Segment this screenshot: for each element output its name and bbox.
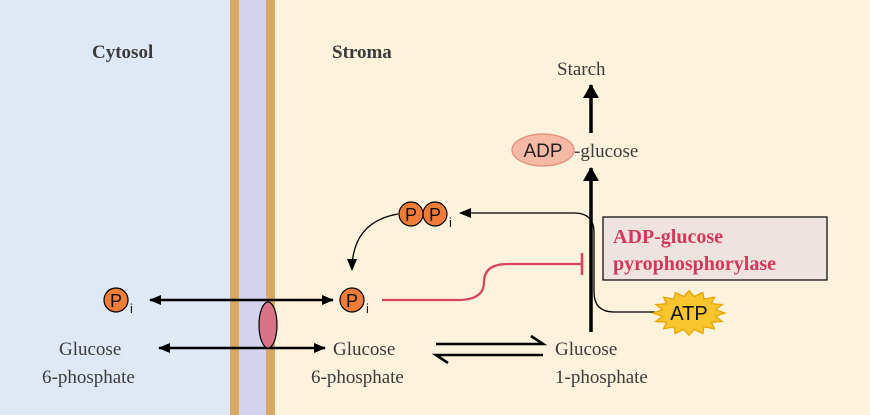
adp-glucose-suffix: -glucose <box>574 141 638 162</box>
stroma-region <box>275 0 870 415</box>
pi-stroma-icon: P i <box>339 287 369 316</box>
enzyme-line2: pyrophosphorylase <box>613 253 776 275</box>
ppi-icon: P P i <box>398 201 452 230</box>
g6p-cytosol-line1: Glucose <box>59 339 121 360</box>
pi-cytosol-icon: P i <box>103 287 133 316</box>
g6p-stroma-line1: Glucose <box>333 339 395 360</box>
enzyme-box <box>602 216 828 281</box>
ppi-p1-label: P <box>405 205 417 225</box>
atp-to-ppi-path <box>459 208 655 313</box>
equilibrium-forward-arrow <box>436 334 548 346</box>
pi-cytosol-label: P <box>110 291 122 311</box>
pi-stroma-sub: i <box>366 301 369 316</box>
inhibition-line <box>382 262 582 302</box>
adp-ellipse <box>511 133 575 167</box>
equilibrium-reverse-arrow <box>431 353 543 365</box>
stroma-label: Stroma <box>332 42 392 63</box>
g1p-line1: Glucose <box>555 339 617 360</box>
adp-label: ADP <box>523 141 562 162</box>
g1p-line2: 1-phosphate <box>555 367 648 388</box>
atp-icon: ATP <box>651 289 727 337</box>
starch-label: Starch <box>557 59 606 80</box>
atp-label: ATP <box>670 303 707 325</box>
pi-cytosol-sub: i <box>130 301 133 316</box>
ppi-sub-label: i <box>449 215 452 230</box>
enzyme-line1: ADP-glucose <box>613 226 723 248</box>
ppi-to-pi-arrow <box>347 213 399 271</box>
transporter-icon <box>258 301 278 349</box>
g6p-cytosol-line2: 6-phosphate <box>42 367 135 388</box>
ppi-phosphate-2-icon <box>422 201 448 227</box>
pi-stroma-label: P <box>346 291 358 311</box>
cytosol-label: Cytosol <box>92 42 153 63</box>
chloroplast-membrane <box>230 0 275 415</box>
ppi-p2-label: P <box>429 205 441 225</box>
g6p-stroma-line2: 6-phosphate <box>311 367 404 388</box>
